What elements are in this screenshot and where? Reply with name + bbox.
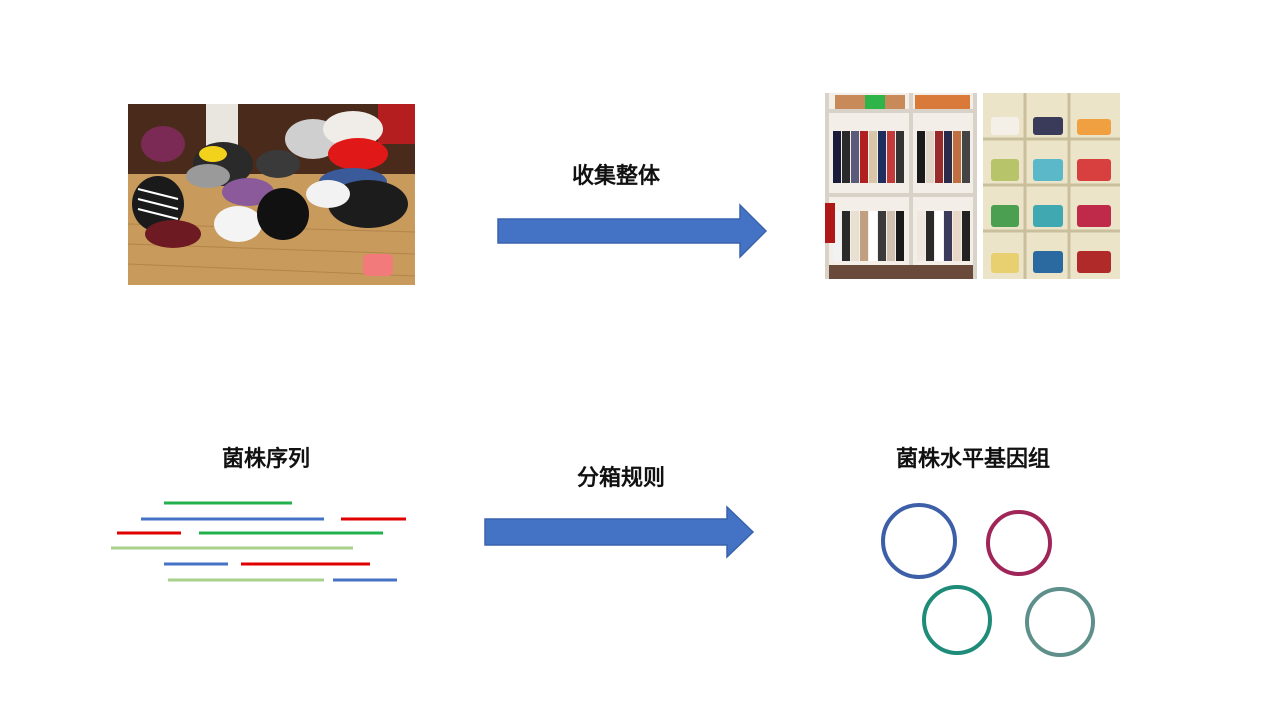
genome-circle-grey-teal [1025,587,1095,657]
genome-circle-teal [922,585,992,655]
genome-circle-blue [881,503,957,579]
sequence-reads-diagram [108,496,413,586]
genome-circle-magenta [986,510,1052,576]
bottom-right-arrow [483,505,757,561]
collect-whole-label: 收集整体 [572,163,661,189]
genome-circles-diagram [878,500,1103,665]
organized-wardrobe-photo [825,93,1120,279]
binning-rule-label: 分箱规则 [577,465,666,491]
messy-clothes-photo [128,104,415,285]
top-right-arrow [496,203,770,259]
strain-sequence-title: 菌株序列 [222,446,311,472]
strain-level-genome-title: 菌株水平基因组 [896,446,1051,472]
